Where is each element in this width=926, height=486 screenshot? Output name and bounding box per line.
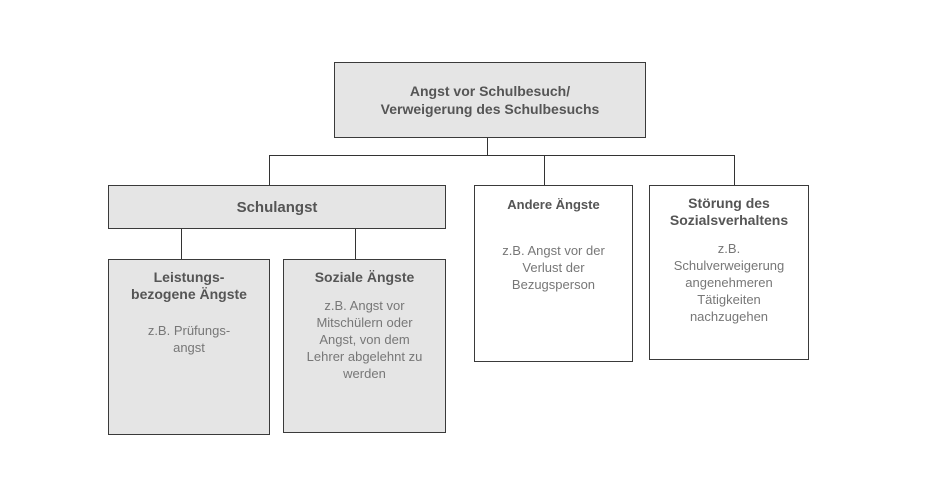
connector-to-andere	[544, 155, 545, 185]
leistungsbezogene-aengste-node: Leistungs- bezogene Ängste z.B. Prüfungs…	[108, 259, 270, 435]
schulangst-title: Schulangst	[236, 198, 318, 216]
andere-aengste-desc: z.B. Angst vor der Verlust der Bezugsper…	[502, 243, 605, 292]
connector-to-sozial	[355, 228, 356, 259]
root-node: Angst vor Schulbesuch/ Verweigerung des …	[334, 62, 646, 138]
connector-root-down	[487, 138, 488, 156]
soziale-aengste-title: Soziale Ängste	[314, 269, 415, 285]
stoerung-sozialverhalten-node: Störung des Sozialsverhaltens z.B. Schul…	[649, 185, 809, 360]
connector-to-stoerung	[734, 155, 735, 185]
andere-aengste-title: Andere Ängste	[507, 197, 600, 212]
root-title: Angst vor Schulbesuch/ Verweigerung des …	[380, 83, 600, 117]
soziale-aengste-desc: z.B. Angst vor Mitschülern oder Angst, v…	[306, 298, 423, 381]
stoerung-sozialverhalten-title: Störung des Sozialsverhaltens	[669, 195, 789, 228]
soziale-aengste-node: Soziale Ängste z.B. Angst vor Mitschüler…	[283, 259, 446, 433]
connector-to-schulangst	[269, 155, 270, 186]
andere-aengste-node: Andere Ängste z.B. Angst vor der Verlust…	[474, 185, 633, 362]
connector-to-leistung	[181, 228, 182, 259]
stoerung-sozialverhalten-desc: z.B. Schulverweigerung angenehmeren Täti…	[673, 241, 785, 324]
leistungsbezogene-aengste-title: Leistungs- bezogene Ängste	[131, 269, 247, 302]
schulangst-node: Schulangst	[108, 185, 446, 229]
connector-horizontal-top	[269, 155, 735, 156]
leistungsbezogene-aengste-desc: z.B. Prüfungs- angst	[147, 323, 231, 355]
